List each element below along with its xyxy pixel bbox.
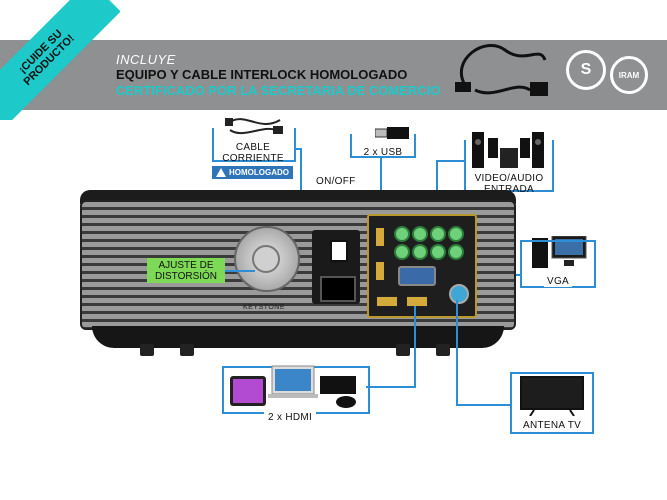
video-audio-label: VIDEO/AUDIO ENTRADA bbox=[474, 173, 544, 195]
video-line-h bbox=[436, 160, 466, 162]
rca-port[interactable] bbox=[412, 244, 428, 260]
usb-stick-icon bbox=[375, 127, 409, 139]
rca-port[interactable] bbox=[430, 244, 446, 260]
tv-icon bbox=[520, 376, 584, 416]
hdmi-port-2[interactable] bbox=[406, 296, 428, 307]
keystone-label: AJUSTE DE DISTORSIÓN bbox=[147, 258, 225, 283]
homologado-badge: HOMOLOGADO bbox=[212, 166, 293, 179]
header-banner bbox=[0, 40, 667, 110]
usb-port-1[interactable] bbox=[376, 228, 384, 246]
hdmi-line-v bbox=[414, 306, 416, 388]
projector-foot bbox=[140, 344, 154, 356]
power-switch[interactable] bbox=[330, 240, 348, 262]
header-includes: INCLUYE bbox=[116, 52, 176, 67]
usb-bracket bbox=[350, 134, 416, 158]
vga-bracket bbox=[520, 240, 596, 288]
rca-port[interactable] bbox=[394, 226, 410, 242]
seal-s-icon: S bbox=[566, 50, 606, 90]
rca-port[interactable] bbox=[448, 244, 464, 260]
rca-port[interactable] bbox=[448, 226, 464, 242]
usb-port-2[interactable] bbox=[376, 262, 384, 280]
usb-label: 2 x USB bbox=[363, 147, 403, 158]
tv-antenna-port[interactable] bbox=[449, 284, 469, 304]
projector-base bbox=[92, 326, 504, 348]
hdmi-label: 2 x HDMI bbox=[264, 412, 317, 423]
hdmi-port-1[interactable] bbox=[376, 296, 398, 307]
keystone-dial-center bbox=[252, 245, 280, 273]
iram-logo-icon: IRAM bbox=[610, 56, 648, 94]
rca-port[interactable] bbox=[394, 244, 410, 260]
cable-bracket bbox=[212, 128, 296, 162]
keystone-text: KEYSTONE bbox=[243, 304, 285, 311]
tv-line-h bbox=[456, 404, 510, 406]
homologado-text: HOMOLOGADO bbox=[229, 168, 289, 177]
keystone-line bbox=[225, 270, 255, 272]
cable-icon bbox=[225, 118, 283, 135]
header-title: EQUIPO Y CABLE INTERLOCK HOMOLOGADO bbox=[116, 67, 408, 82]
projector-foot bbox=[396, 344, 410, 356]
devices-icon bbox=[230, 365, 356, 408]
speakers-icon bbox=[472, 132, 544, 168]
vga-port[interactable] bbox=[398, 266, 436, 286]
rca-port[interactable] bbox=[412, 226, 428, 242]
projector-foot bbox=[180, 344, 194, 356]
cable-label: CABLE CORRIENTE bbox=[222, 142, 284, 164]
tv-label: ANTENA TV bbox=[520, 420, 585, 431]
hdmi-line-h bbox=[366, 386, 416, 388]
rca-port[interactable] bbox=[430, 226, 446, 242]
vga-label: VGA bbox=[544, 276, 573, 287]
tv-line-v bbox=[456, 300, 458, 406]
cable-line-h bbox=[294, 148, 302, 150]
onoff-label: ON/OFF bbox=[316, 176, 356, 187]
power-cable-icon bbox=[455, 43, 548, 96]
warning-icon bbox=[216, 168, 226, 177]
tv-bracket bbox=[510, 372, 594, 434]
corner-ribbon: ¡CUIDE SU PRODUCTO! bbox=[0, 0, 120, 120]
header-subtitle: CERTIFICADO POR LA SECRETARIA DE COMERCI… bbox=[116, 83, 441, 98]
projector-foot bbox=[436, 344, 450, 356]
power-socket[interactable] bbox=[320, 276, 356, 302]
